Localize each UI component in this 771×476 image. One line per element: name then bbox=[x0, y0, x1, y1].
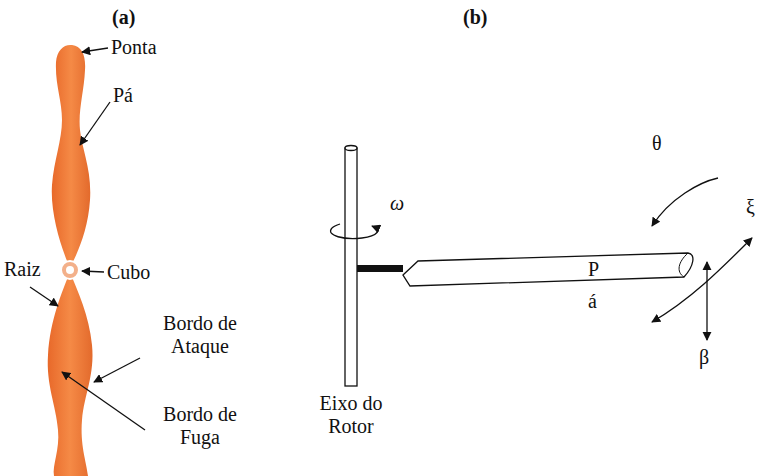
blade-label: P bbox=[588, 258, 599, 281]
part-label: Pá bbox=[113, 84, 133, 107]
lower-blade bbox=[48, 272, 93, 476]
symbol-label: ω bbox=[390, 192, 404, 215]
symbol-label: θ bbox=[652, 132, 662, 155]
symbol-label: ξ bbox=[746, 196, 755, 219]
flap-arrow bbox=[706, 262, 707, 340]
blade-label: á bbox=[588, 290, 597, 313]
panel-letter: (b) bbox=[463, 6, 487, 29]
panel-letter: (a) bbox=[112, 6, 135, 29]
hub-hole bbox=[66, 266, 74, 274]
part-label: Bordo de Ataque bbox=[140, 312, 260, 358]
blade bbox=[403, 253, 693, 286]
blade-shank bbox=[357, 265, 403, 272]
lag-arrow bbox=[652, 238, 752, 322]
pitch-arrow bbox=[652, 178, 718, 226]
part-label: Eixo do Rotor bbox=[305, 392, 397, 438]
part-label: Ponta bbox=[111, 36, 157, 59]
rotation-arrow-tail bbox=[332, 224, 340, 228]
upper-blade bbox=[52, 45, 90, 268]
rotor-axis bbox=[345, 146, 357, 387]
rotation-arrow bbox=[331, 226, 378, 239]
blade-tip bbox=[679, 253, 688, 277]
propeller bbox=[48, 45, 93, 476]
part-label: Raiz bbox=[4, 258, 41, 281]
part-label: Cubo bbox=[107, 261, 150, 284]
part-label: Bordo de Fuga bbox=[150, 403, 250, 449]
leader-lines bbox=[30, 48, 145, 430]
hub bbox=[61, 261, 79, 279]
symbol-label: β bbox=[699, 346, 709, 369]
